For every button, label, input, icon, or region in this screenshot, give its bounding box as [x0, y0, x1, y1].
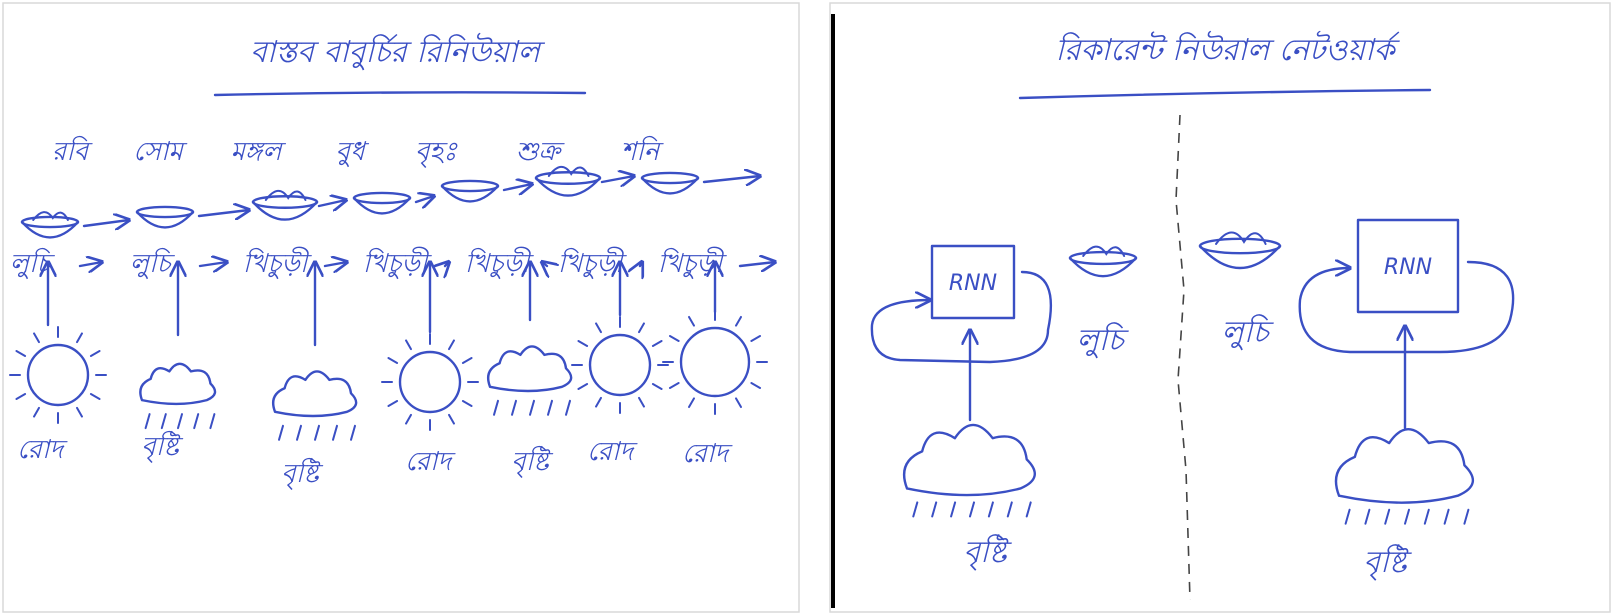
bowl-icon	[352, 191, 412, 215]
bowl-icon	[534, 165, 602, 197]
weather-label: বৃষ্টি	[511, 445, 554, 478]
state-arrow	[414, 196, 434, 202]
dish-arrow	[640, 262, 642, 266]
left-rnn-box	[930, 244, 1016, 320]
weekday-row: রবি সোম মঙ্গল বুধ বৃহঃ শুক্র শনি	[52, 135, 665, 168]
bowl-icon	[135, 205, 195, 229]
sun-icon	[662, 309, 768, 415]
weekday-label: শনি	[621, 135, 665, 167]
weekday-label: বৃহঃ	[415, 137, 458, 168]
state-arrow	[600, 176, 634, 182]
dish-arrow	[445, 262, 449, 266]
left-output-bowl-icon	[1068, 245, 1138, 278]
sun-icon	[9, 326, 107, 424]
state-arrow	[197, 210, 249, 216]
weather-label: রোদ	[587, 437, 638, 467]
left-title: বাস্তব বাবুর্চির রিনিউয়াল	[250, 32, 545, 71]
dish-label: খিচুড়ী	[363, 246, 433, 280]
right-output-label: লুচি	[1221, 314, 1274, 351]
state-arrow	[317, 200, 346, 206]
output-bowl	[1068, 245, 1138, 278]
weather-row	[9, 262, 768, 441]
right-rain-cloud-icon	[1334, 428, 1474, 525]
weather-label: রোদ	[682, 439, 733, 469]
right-page-border	[829, 2, 1611, 613]
right-output-bowl-icon	[1198, 231, 1282, 270]
bowl-icon	[20, 211, 80, 239]
right-rnn-label: RNN	[1384, 255, 1432, 280]
sun-icon	[571, 316, 669, 414]
weekday-label: রবি	[52, 135, 94, 167]
dish-label: খিচুড়ী	[558, 246, 628, 280]
dish-arrow	[198, 262, 227, 266]
dish-label: লুচি	[130, 247, 176, 280]
left-page-border	[2, 2, 800, 613]
sun-icon	[381, 333, 479, 431]
left-rnn-loop-arrow	[870, 270, 1052, 364]
cloud	[1334, 428, 1474, 525]
dish-arrow	[542, 262, 547, 266]
bowl-icon	[251, 189, 319, 221]
dish-arrow	[738, 262, 775, 266]
dish-label: খিচুড়ী	[465, 246, 535, 280]
right-title-underline	[1018, 88, 1432, 100]
bowl-icon	[640, 171, 700, 195]
state-arrow	[82, 220, 129, 226]
dashed-separator	[1175, 114, 1191, 601]
weather-label: রোদ	[17, 435, 68, 465]
weather-label: রোদ	[405, 447, 456, 477]
weekday-label: শুক্র	[516, 137, 565, 167]
weather-label: বৃষ্টি	[141, 430, 184, 463]
output-bowl	[1198, 231, 1282, 270]
right-input-label: বৃষ্টি	[1363, 544, 1412, 581]
left-rnn-label: RNN	[949, 271, 997, 296]
rain-cloud-icon	[272, 370, 358, 441]
right-rnn-unit: RNN লুচি বৃষ্টি	[1198, 218, 1515, 581]
bowl-row	[20, 165, 760, 239]
right-rnn-box	[1356, 218, 1460, 314]
left-title-underline	[213, 91, 587, 97]
rain-cloud-icon	[139, 362, 217, 430]
cloud	[902, 423, 1036, 518]
left-output-label: লুচি	[1076, 322, 1129, 359]
state-arrow	[502, 184, 532, 190]
weekday-label: সোম	[133, 137, 188, 167]
state-arrow	[702, 176, 760, 182]
right-title: রিকারেন্ট নিউরাল নেটওয়ার্ক	[1055, 30, 1400, 68]
dish-label: খিচুড়ী	[658, 246, 728, 280]
dish-label: খিচুড়ী	[243, 246, 313, 280]
dish-row: লুচিলুচিখিচুড়ীখিচুড়ীখিচুড়ীখিচুড়ীখিচু…	[10, 246, 775, 280]
weather-label-row: রোদ বৃষ্টি বৃষ্টি রোদ বৃষ্টি রোদ রোদ	[17, 430, 733, 490]
left-input-label: বৃষ্টি	[963, 534, 1012, 571]
weekday-label: মঙ্গল	[230, 137, 286, 167]
bowl-icon	[440, 179, 500, 203]
left-rain-cloud-icon	[902, 423, 1036, 518]
dish-arrow	[323, 262, 347, 266]
left-rnn-unit: RNN লুচি বৃষ্টি	[870, 244, 1138, 571]
right-rnn-loop-arrow	[1298, 262, 1515, 354]
rain-cloud-icon	[487, 345, 573, 416]
dish-arrow	[78, 262, 102, 266]
weekday-label: বুধ	[335, 137, 369, 168]
weather-label: বৃষ্টি	[281, 457, 324, 490]
